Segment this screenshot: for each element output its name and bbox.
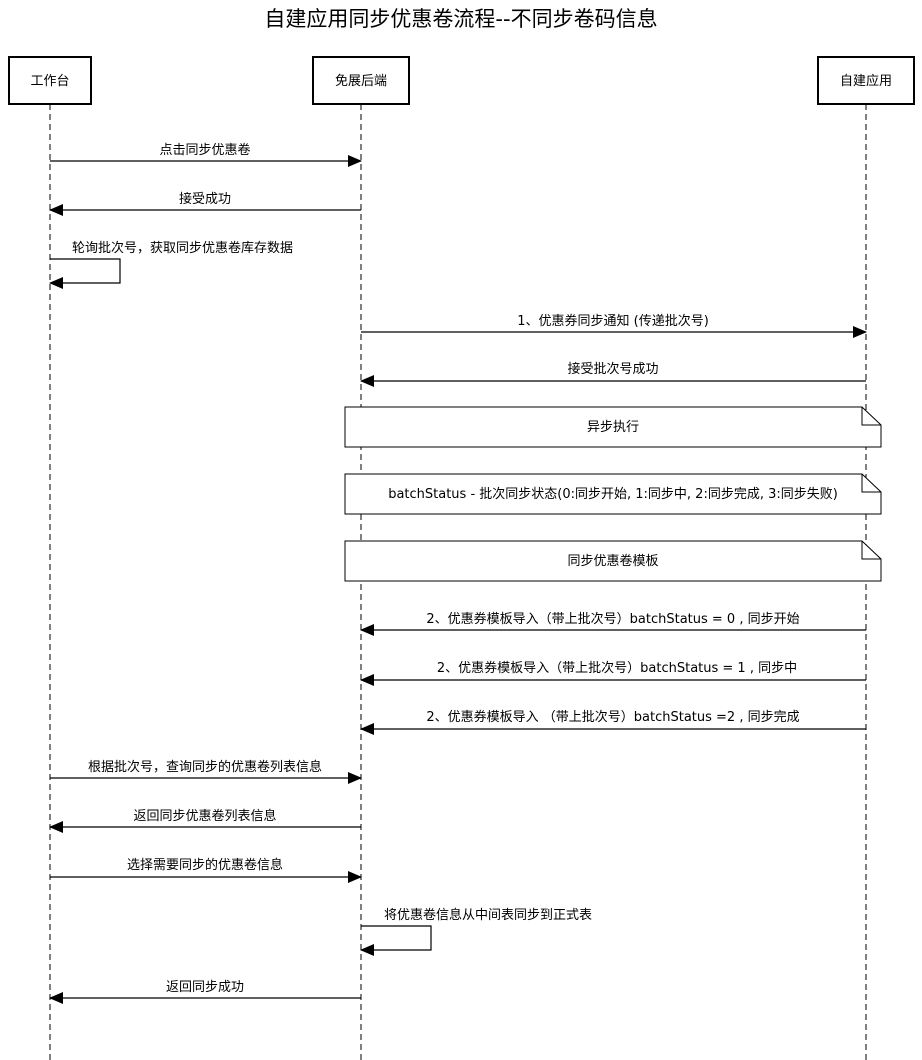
message-accept-batch: 接受批次号成功 (360, 361, 866, 387)
message-label: 将优惠卷信息从中间表同步到正式表 (384, 907, 592, 923)
message-label: 接受成功 (179, 191, 231, 207)
message-sync-notify: 1、优惠券同步通知 (传递批次号) (361, 313, 867, 338)
message-label: 点击同步优惠卷 (159, 142, 250, 158)
message-label: 2、优惠券模板导入 （带上批次号）batchStatus =2 , 同步完成 (426, 709, 799, 725)
message-label: 选择需要同步的优惠卷信息 (127, 857, 283, 873)
actor-backend-label: 免展后端 (335, 74, 387, 89)
message-poll-batch: 轮询批次号，获取同步优惠卷库存数据 (49, 240, 293, 289)
note-label: batchStatus - 批次同步状态(0:同步开始, 1:同步中, 2:同步… (388, 486, 838, 502)
message-label: 根据批次号，查询同步的优惠卷列表信息 (88, 759, 322, 775)
message-select-coupons: 选择需要同步的优惠卷信息 (50, 857, 362, 883)
diagram-title: 自建应用同步优惠卷流程--不同步卷码信息 (264, 7, 657, 31)
note-label: 异步执行 (587, 420, 639, 435)
note-batch-status: batchStatus - 批次同步状态(0:同步开始, 1:同步中, 2:同步… (344, 473, 882, 515)
message-return-list: 返回同步优惠卷列表信息 (49, 808, 361, 833)
actor-workbench-label: 工作台 (30, 74, 69, 89)
message-template-import-progress: 2、优惠券模板导入（带上批次号）batchStatus = 1 , 同步中 (360, 660, 866, 686)
message-label: 1、优惠券同步通知 (传递批次号) (517, 313, 709, 329)
message-label: 2、优惠券模板导入（带上批次号）batchStatus = 0 , 同步开始 (426, 611, 799, 627)
note-label: 同步优惠卷模板 (567, 553, 658, 569)
message-move-to-formal-table: 将优惠卷信息从中间表同步到正式表 (360, 907, 592, 956)
message-query-list: 根据批次号，查询同步的优惠卷列表信息 (50, 759, 362, 784)
message-label: 轮询批次号，获取同步优惠卷库存数据 (72, 240, 293, 256)
message-accept-success: 接受成功 (49, 191, 361, 216)
message-template-import-start: 2、优惠券模板导入（带上批次号）batchStatus = 0 , 同步开始 (360, 611, 866, 636)
message-label: 返回同步优惠卷列表信息 (133, 808, 276, 824)
actor-workbench: 工作台 (8, 56, 92, 105)
message-label: 2、优惠券模板导入（带上批次号）batchStatus = 1 , 同步中 (437, 660, 797, 676)
actor-app: 自建应用 (817, 56, 915, 105)
message-label: 返回同步成功 (166, 980, 244, 995)
message-label: 接受批次号成功 (567, 361, 658, 377)
message-return-success: 返回同步成功 (49, 980, 361, 1004)
actor-app-label: 自建应用 (840, 73, 892, 89)
note-sync-template: 同步优惠卷模板 (344, 540, 882, 582)
note-async: 异步执行 (344, 406, 882, 448)
message-click-sync: 点击同步优惠卷 (50, 142, 362, 167)
actor-backend: 免展后端 (312, 56, 410, 105)
message-template-import-complete: 2、优惠券模板导入 （带上批次号）batchStatus =2 , 同步完成 (360, 709, 866, 735)
